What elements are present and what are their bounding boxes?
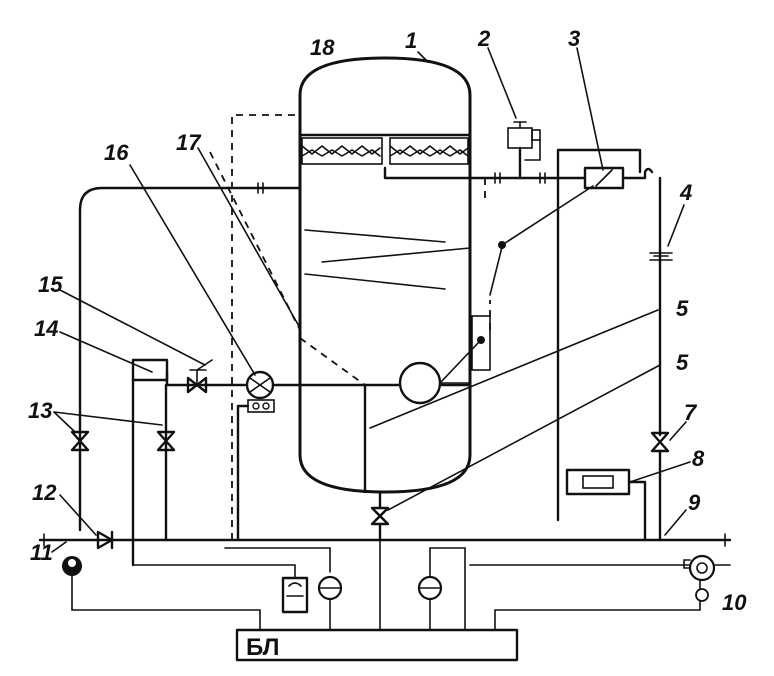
heater-8 bbox=[565, 468, 647, 542]
label-17: 17 bbox=[176, 130, 202, 155]
valve-2 bbox=[507, 121, 541, 180]
fan-10 bbox=[683, 554, 716, 602]
label-9: 9 bbox=[688, 490, 701, 515]
label-18: 18 bbox=[310, 35, 335, 60]
device-3 bbox=[556, 148, 654, 522]
check-valve-12 bbox=[96, 530, 114, 550]
tank-14 bbox=[131, 358, 169, 567]
internal-lines bbox=[304, 229, 471, 494]
valve-13-left bbox=[70, 430, 90, 452]
part-labels: 1 2 3 4 5 5 7 8 9 10 11 12 13 14 15 16 1… bbox=[28, 26, 747, 615]
label-15: 15 bbox=[38, 272, 63, 297]
control-block-label: БЛ bbox=[246, 634, 280, 661]
label-10: 10 bbox=[722, 590, 747, 615]
flow-switch bbox=[281, 576, 309, 614]
label-7: 7 bbox=[684, 400, 698, 425]
packing-layer bbox=[301, 137, 469, 165]
label-8: 8 bbox=[692, 446, 705, 471]
right-line bbox=[649, 176, 673, 437]
label-5a: 5 bbox=[676, 296, 689, 321]
label-11: 11 bbox=[30, 540, 53, 565]
valve-7 bbox=[650, 431, 670, 542]
leader-lines bbox=[51, 47, 691, 553]
control-block: БЛ bbox=[235, 628, 519, 662]
valve-13-right bbox=[156, 383, 176, 542]
control-lines bbox=[209, 114, 594, 540]
valve-15 bbox=[165, 359, 247, 394]
meter-left bbox=[317, 575, 343, 631]
label-3: 3 bbox=[568, 26, 580, 51]
label-5b: 5 bbox=[676, 350, 689, 375]
label-12: 12 bbox=[32, 480, 57, 505]
label-2: 2 bbox=[477, 26, 491, 51]
label-16: 16 bbox=[104, 140, 129, 165]
pump-16 bbox=[236, 370, 302, 542]
vessel-1 bbox=[298, 56, 472, 494]
valve-5-bottom bbox=[370, 490, 390, 542]
label-13: 13 bbox=[28, 398, 52, 423]
label-4: 4 bbox=[679, 180, 692, 205]
main-header bbox=[38, 533, 732, 547]
indicator-left bbox=[62, 556, 82, 576]
bottom-wiring bbox=[71, 539, 731, 631]
label-1: 1 bbox=[405, 28, 417, 53]
label-14: 14 bbox=[34, 316, 58, 341]
meter-right bbox=[417, 547, 443, 631]
top-piping bbox=[78, 166, 587, 532]
